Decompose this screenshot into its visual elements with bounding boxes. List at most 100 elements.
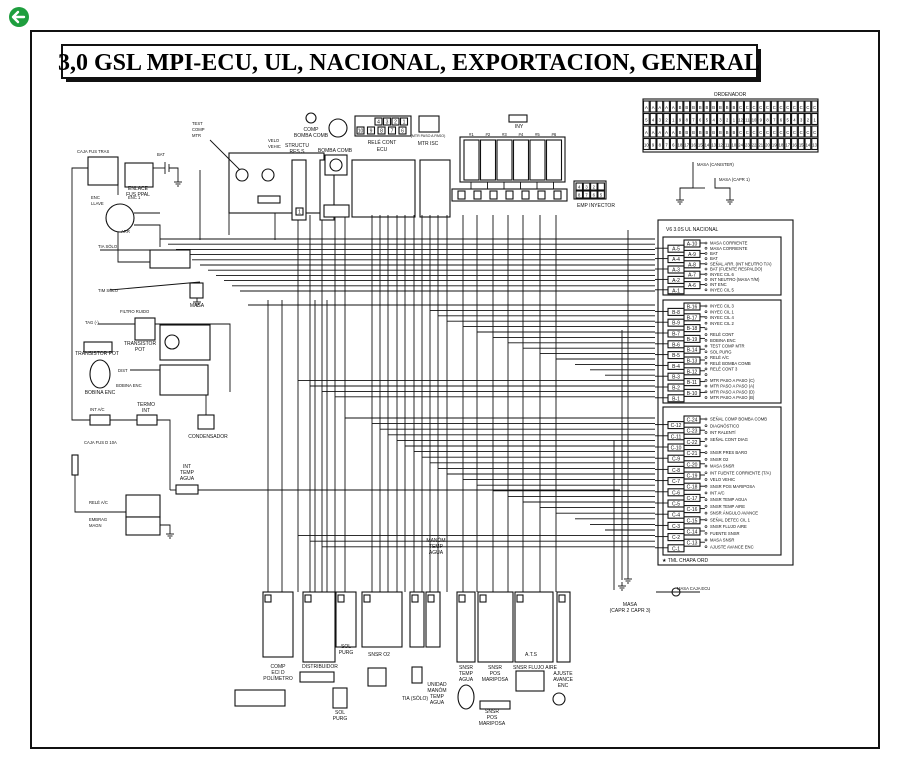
ordenador-pin-label: 2 <box>807 118 810 123</box>
terminal <box>704 267 708 271</box>
ajuste-avance-box <box>556 591 571 663</box>
ecu-pin-label: C-11 <box>671 434 682 440</box>
ecu-pin-label: C-14 <box>687 530 698 536</box>
ecu-pin <box>683 482 701 491</box>
ecu-pin-label: B-7 <box>672 332 680 338</box>
ordenador-pin-cell <box>764 100 771 113</box>
ecu-pin-label: C-1 <box>672 546 680 552</box>
ordenador-pin-cell <box>669 100 677 113</box>
masa-box <box>189 282 204 299</box>
ordenador-pin-cell <box>750 100 758 113</box>
bobina-enc-box <box>159 364 209 396</box>
tim-solo-label: TIM SÓLO <box>98 288 119 293</box>
ordenador-pin-label: C <box>759 105 762 110</box>
pin-box <box>411 594 419 603</box>
pin-number: 2 <box>394 120 397 126</box>
ecu-pin-function: SEÑAL COMP BOMBA COMB <box>710 417 767 422</box>
ordenador-pin-cell <box>683 125 691 138</box>
snsr-temp-connector <box>457 684 475 710</box>
ordenador-pin-label: 6 <box>672 143 675 148</box>
ordenador-pin-label: C <box>813 130 816 135</box>
ecu-pin-function: MASA CORRIENTE <box>710 246 748 251</box>
mtr-isc-label: MTR ISC <box>418 141 439 147</box>
terminal <box>704 390 708 394</box>
velo-vehic-label: VELO <box>268 138 280 143</box>
terminal <box>704 491 708 495</box>
ordenador-pin-cell <box>690 112 697 126</box>
ecu-pin <box>667 443 685 452</box>
ordenador-pin-cell <box>757 100 765 113</box>
snsr-pos-label: SNSR <box>488 665 502 671</box>
ordenador-pin-cell <box>743 137 751 151</box>
ordenador-pin-label: A <box>672 130 675 135</box>
ordenador-pin-cell <box>716 112 724 126</box>
termo-int-switch <box>136 414 158 426</box>
ordenador-pin-label: A <box>658 105 661 110</box>
ordenador-pin-cell <box>743 125 751 138</box>
ordenador-pin-label: 2 <box>665 118 668 123</box>
ecu-pin <box>667 510 685 519</box>
ordenador-pin-cell <box>669 125 677 138</box>
unidad-label-4: AGUA <box>430 700 445 706</box>
ordenador-pin-cell <box>784 100 792 113</box>
ecu-pin-function: MTR PASO A PASO (D) <box>710 389 755 394</box>
ecu-pin-function: RELÉ A/C <box>710 355 729 360</box>
pin-box <box>366 126 376 135</box>
emp-pin <box>575 182 584 191</box>
back-button[interactable] <box>9 7 29 27</box>
ordenador-pin-label: C <box>766 130 769 135</box>
termo-int-label-2: INT <box>142 408 150 414</box>
ordenador-pin-cell <box>737 100 745 113</box>
ecu-pin-label: C-5 <box>672 502 680 508</box>
ecu-pin-function: BAT <box>710 256 718 261</box>
ordenador-pin-label: B <box>699 130 702 135</box>
pin-box <box>363 594 371 603</box>
int-temp-agua-label: INT <box>183 464 191 470</box>
bobina-enc-connector-label: BOBINA ENC <box>85 390 116 396</box>
pin-box <box>399 117 409 126</box>
ordenador-pin-cell <box>757 112 765 126</box>
rele-cont-label-2: ECU <box>377 147 388 153</box>
test-comp-mtr-label: TEST <box>192 121 203 126</box>
ordenador-label: ORDENADOR <box>714 92 747 98</box>
ecu-pin-label: C-6 <box>672 490 680 496</box>
test-comp-mtr-label-2: COMP <box>192 127 205 132</box>
ecu-pin-function: INYEC CIL 1 <box>710 309 734 314</box>
ecu-pin-function: INYEC CIL 3 <box>710 304 734 309</box>
terminal <box>704 321 708 325</box>
velo-sensor-box <box>257 195 281 204</box>
ordenador-pin-label: B <box>692 105 695 110</box>
pin-box <box>458 594 466 603</box>
bomba-comb-pins <box>323 204 350 218</box>
ordenador-pin-cell <box>764 137 771 151</box>
ordenador-pin-cell <box>710 125 718 138</box>
ecu-pin <box>683 437 701 446</box>
ordenador-pin-label: C <box>779 130 782 135</box>
int-temp-agua-label-3: AGUA <box>180 476 195 482</box>
pin-box <box>356 126 365 135</box>
ordenador-pin-cell <box>784 125 792 138</box>
bobina-enc-connector <box>89 359 111 389</box>
terminal <box>704 458 708 461</box>
ordenador-pin-label: 11 <box>725 143 730 148</box>
ecu-pin-label: C-9 <box>672 457 680 463</box>
ordenador-pin-label: 7 <box>692 118 695 123</box>
ordenador-pin-cell <box>743 100 751 113</box>
enlace-label: ENLACE <box>128 186 149 192</box>
motor-icon <box>329 158 343 172</box>
ecu-pin-function: INT A/C <box>710 491 725 496</box>
dist-label: DIST <box>118 368 128 373</box>
wire <box>134 224 161 247</box>
ecu-pin <box>667 477 685 486</box>
ordenador-pin-cell <box>804 100 812 113</box>
pin-number: 4 <box>377 120 380 126</box>
enlace-label-2: FUS PPAL <box>126 192 150 198</box>
terminal <box>704 437 708 441</box>
injector-5 <box>529 139 546 181</box>
ordenador-pin-label: B <box>706 130 709 135</box>
ecu-pin-label: C-7 <box>672 479 680 485</box>
sol-purg-label-2: PURG <box>339 650 354 656</box>
snsr-pos-connector-label-2: POS <box>487 715 498 721</box>
ecu-pin-label: A-8 <box>688 262 696 268</box>
ordenador-pin-cell <box>737 112 745 126</box>
